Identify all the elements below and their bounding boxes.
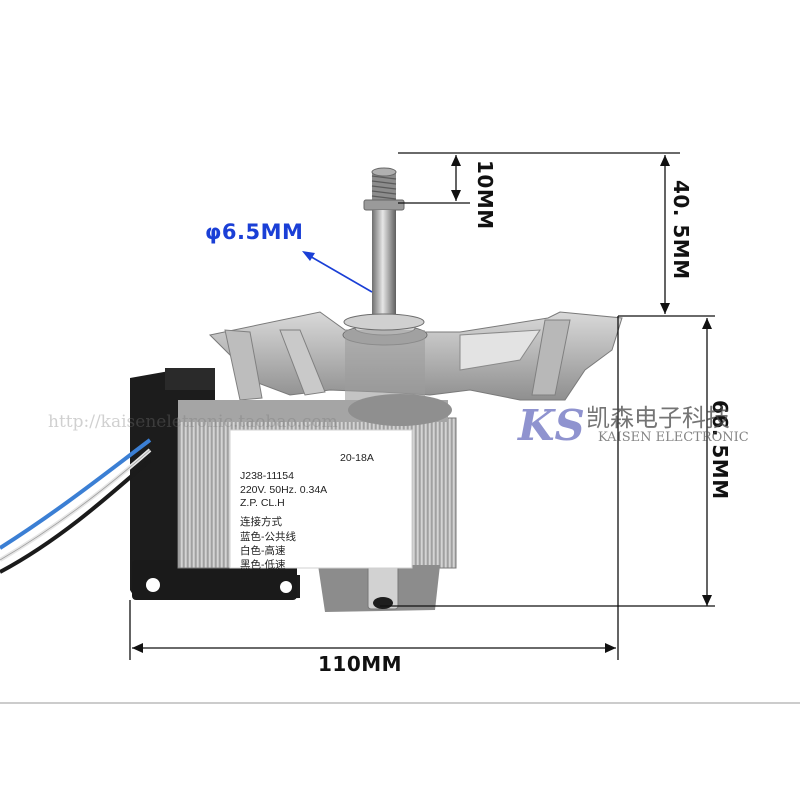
motor-shaft bbox=[372, 210, 396, 322]
thread-length-label: 10MM bbox=[473, 160, 497, 230]
watermark-url: http://kaiseneletronic.taobao.com bbox=[48, 412, 338, 432]
wire-white bbox=[0, 448, 152, 562]
shaft-diameter-label: φ6.5MM bbox=[205, 220, 304, 244]
width-label: 110MM bbox=[318, 652, 403, 676]
mounting-plate bbox=[132, 560, 297, 600]
diameter-arrowhead bbox=[302, 251, 315, 261]
nameplate-wire-black: 黑色-低速 bbox=[240, 559, 286, 571]
watermark-brand-en: KAISEN ELECTRONIC bbox=[598, 430, 749, 445]
nameplate-wiring-title: 连接方式 bbox=[240, 516, 282, 528]
diameter-arrow-line bbox=[307, 254, 373, 293]
nameplate-wire-white: 白色-高速 bbox=[240, 545, 286, 557]
nameplate-model: J238-11154 bbox=[240, 470, 294, 482]
nameplate-code: 20-18A bbox=[340, 452, 374, 464]
nameplate-class: Z.P. CL.H bbox=[240, 497, 285, 509]
mount-hole-right bbox=[280, 581, 292, 593]
dimension-arrows bbox=[132, 155, 712, 653]
nameplate-rating: 220V. 50Hz. 0.34A bbox=[240, 484, 328, 496]
ks-logo: KS bbox=[517, 401, 585, 450]
nameplate bbox=[229, 429, 413, 569]
shaft-washer bbox=[343, 313, 425, 331]
dimension-lines bbox=[129, 152, 715, 660]
shaft-length-label: 40. 5MM bbox=[669, 180, 693, 280]
mount-hole-left bbox=[146, 578, 160, 592]
nameplate-wire-blue: 蓝色-公共线 bbox=[240, 531, 296, 543]
watermark-brand-cn: 凯森电子科技 bbox=[586, 404, 730, 432]
wire-black bbox=[0, 458, 152, 574]
wire-blue bbox=[0, 438, 152, 550]
